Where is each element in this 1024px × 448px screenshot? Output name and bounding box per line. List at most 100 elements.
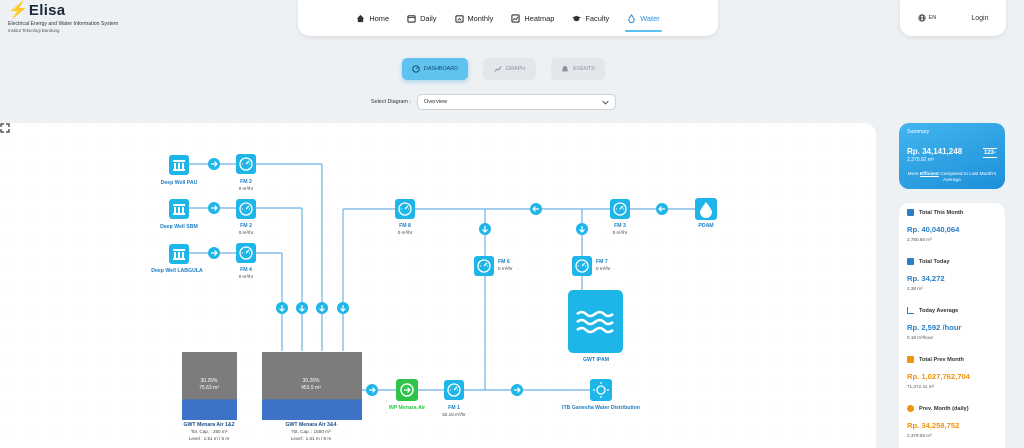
nav-monthly[interactable]: Monthly xyxy=(454,14,493,23)
tank-name: GWT Menara Air 3&4 xyxy=(285,422,336,428)
arrow-down-icon xyxy=(337,302,349,314)
stat-value: Rp. 34,272 xyxy=(907,274,945,283)
deep-well-pau-icon[interactable] xyxy=(169,155,189,175)
fm-label: FM 4 xyxy=(240,267,252,273)
stat-title: Total Prev Month xyxy=(919,356,964,363)
flow-meter-icon[interactable] xyxy=(236,199,256,219)
stat-title: Total This Month xyxy=(919,209,964,216)
tab-dashboard[interactable]: DASHBOARD xyxy=(402,58,468,80)
fm-label: FM 7 xyxy=(596,259,608,265)
arrow-down-icon xyxy=(276,302,288,314)
tank-level: Level : 1.51 m / 5 m xyxy=(291,436,332,441)
tank-volume: 453.9 m³ xyxy=(301,385,321,391)
arrow-right-icon xyxy=(208,158,220,170)
login-link[interactable]: Login xyxy=(971,14,989,22)
tank-volume: 75.63 m³ xyxy=(199,385,219,391)
tank-percent: 30.26% xyxy=(303,378,321,384)
nav-label: Faculty xyxy=(585,13,610,23)
eff-word: Efficient xyxy=(919,172,939,177)
language-label: EN xyxy=(928,15,937,21)
arrow-down-icon xyxy=(296,302,308,314)
stat-unit: 2.38 m³ xyxy=(907,286,923,291)
app-subtitle: Electrical Energy and Water Information … xyxy=(8,21,119,27)
language-selector[interactable]: EN xyxy=(917,14,937,22)
distribution-label: ITB Ganesha Water Distribution xyxy=(562,405,640,411)
stat-value: Rp. 34,258,752 xyxy=(907,421,960,430)
flow-meter-icon[interactable] xyxy=(572,256,592,276)
deep-well-sbm-label: Deep Well SBM xyxy=(160,224,198,230)
stat-total-this-month: Total This Month Rp. 40,040,064 2,780.56… xyxy=(907,209,997,258)
coin-icon xyxy=(907,405,914,412)
lightning-icon: ⚡ xyxy=(8,1,28,19)
tab-label: GRAPH xyxy=(505,66,526,72)
fm-flow: 0 m³/hr xyxy=(398,230,413,235)
stat-value: Rp. 40,040,064 xyxy=(907,225,960,234)
deep-well-pau-label: Deep Well PAU xyxy=(161,180,198,186)
stat-unit: 71,372.41 m³ xyxy=(907,384,935,389)
wp-label: WP Menara Air xyxy=(389,405,425,411)
calendar-icon xyxy=(407,14,416,23)
flow-meter-icon[interactable] xyxy=(236,243,256,263)
fm-flow: 0 m³/hr xyxy=(239,230,254,235)
stat-prev-month-daily: Prev. Month (daily) Rp. 34,258,752 2,379… xyxy=(907,405,997,448)
nav-label: Home xyxy=(369,13,390,23)
distribution-node[interactable] xyxy=(590,379,612,401)
nav-water[interactable]: Water xyxy=(625,13,663,32)
flow-meter-icon[interactable] xyxy=(444,380,464,400)
nav-home[interactable]: Home xyxy=(356,14,389,23)
brand[interactable]: ⚡ Elisa Electrical Energy and Water Info… xyxy=(8,2,168,33)
fullscreen-icon[interactable] xyxy=(0,123,10,133)
main-nav: Home Daily Monthly Heatmap Faculty Water xyxy=(298,0,718,36)
summary-volume: 2,370.92 m³ xyxy=(907,157,934,163)
stat-title: Today Average xyxy=(919,307,959,314)
summary-amount: Rp. 34,141,248 xyxy=(907,147,963,156)
distribution-icon xyxy=(593,382,609,398)
institution-name: Institut Teknologi Bandung xyxy=(8,28,60,33)
eff-prefix: More xyxy=(907,172,920,177)
nav-label: Heatmap xyxy=(524,13,555,23)
nav-heatmap[interactable]: Heatmap xyxy=(511,14,554,23)
heatmap-icon xyxy=(511,13,521,23)
stat-total-prev-month: Total Prev Month Rp. 1,027,762,704 71,37… xyxy=(907,356,997,405)
tank-left[interactable]: 30.26% 75.63 m³ xyxy=(182,352,237,420)
tank-level: Level : 1.51 m / 5 m xyxy=(189,436,230,441)
select-value: Overview xyxy=(423,99,448,105)
arrow-right-icon xyxy=(208,202,220,214)
fm-flow: 0 m³/hr xyxy=(239,186,254,191)
flow-meter-icon[interactable] xyxy=(236,154,256,174)
tab-label: DASHBOARD xyxy=(423,66,459,72)
summary-badge: 123- xyxy=(982,148,997,158)
deep-well-labgula-icon[interactable] xyxy=(169,244,189,264)
app-name: Elisa xyxy=(28,2,66,19)
fm-label: FM 1 xyxy=(448,405,460,411)
tank-percent: 30.26% xyxy=(201,378,219,384)
nav-faculty[interactable]: Faculty xyxy=(572,14,609,23)
tab-events[interactable]: EVENTS xyxy=(551,58,605,80)
stat-unit: 2,780.56 m³ xyxy=(907,237,932,242)
arrow-down-icon xyxy=(576,223,588,235)
calendar-icon xyxy=(907,258,914,265)
flow-meter-icon[interactable] xyxy=(395,199,415,219)
tab-graph[interactable]: GRAPH xyxy=(483,58,536,80)
calendar-icon xyxy=(907,209,914,216)
fm-label: FM 3 xyxy=(614,223,626,229)
arrow-right-icon xyxy=(511,384,523,396)
fm-label: FM 8 xyxy=(399,223,411,229)
water-drop-icon xyxy=(700,202,712,218)
stat-total-today: Total Today Rp. 34,272 2.38 m³ xyxy=(907,258,997,307)
nav-daily[interactable]: Daily xyxy=(407,14,437,23)
fm-flow: 0 m³/hr xyxy=(498,266,513,271)
fm-flow: 0 m³/hr xyxy=(596,266,611,271)
deep-well-labgula-label: Deep Well LABGULA xyxy=(151,268,203,274)
fm-flow: 0 m³/hr xyxy=(613,230,628,235)
arrow-right-icon xyxy=(208,247,220,259)
chevron-down-icon xyxy=(602,100,609,105)
flow-meter-icon[interactable] xyxy=(474,256,494,276)
tank-right[interactable]: 30.26% 453.9 m³ xyxy=(262,352,362,420)
diagram-select[interactable]: Overview xyxy=(416,94,616,110)
flow-meter-icon[interactable] xyxy=(610,199,630,219)
tank-capacity: Tot. Cap. : 1500 m³ xyxy=(291,429,331,434)
water-drop-icon xyxy=(628,13,635,23)
arrow-down-icon xyxy=(316,302,328,314)
deep-well-sbm-icon[interactable] xyxy=(169,199,189,219)
